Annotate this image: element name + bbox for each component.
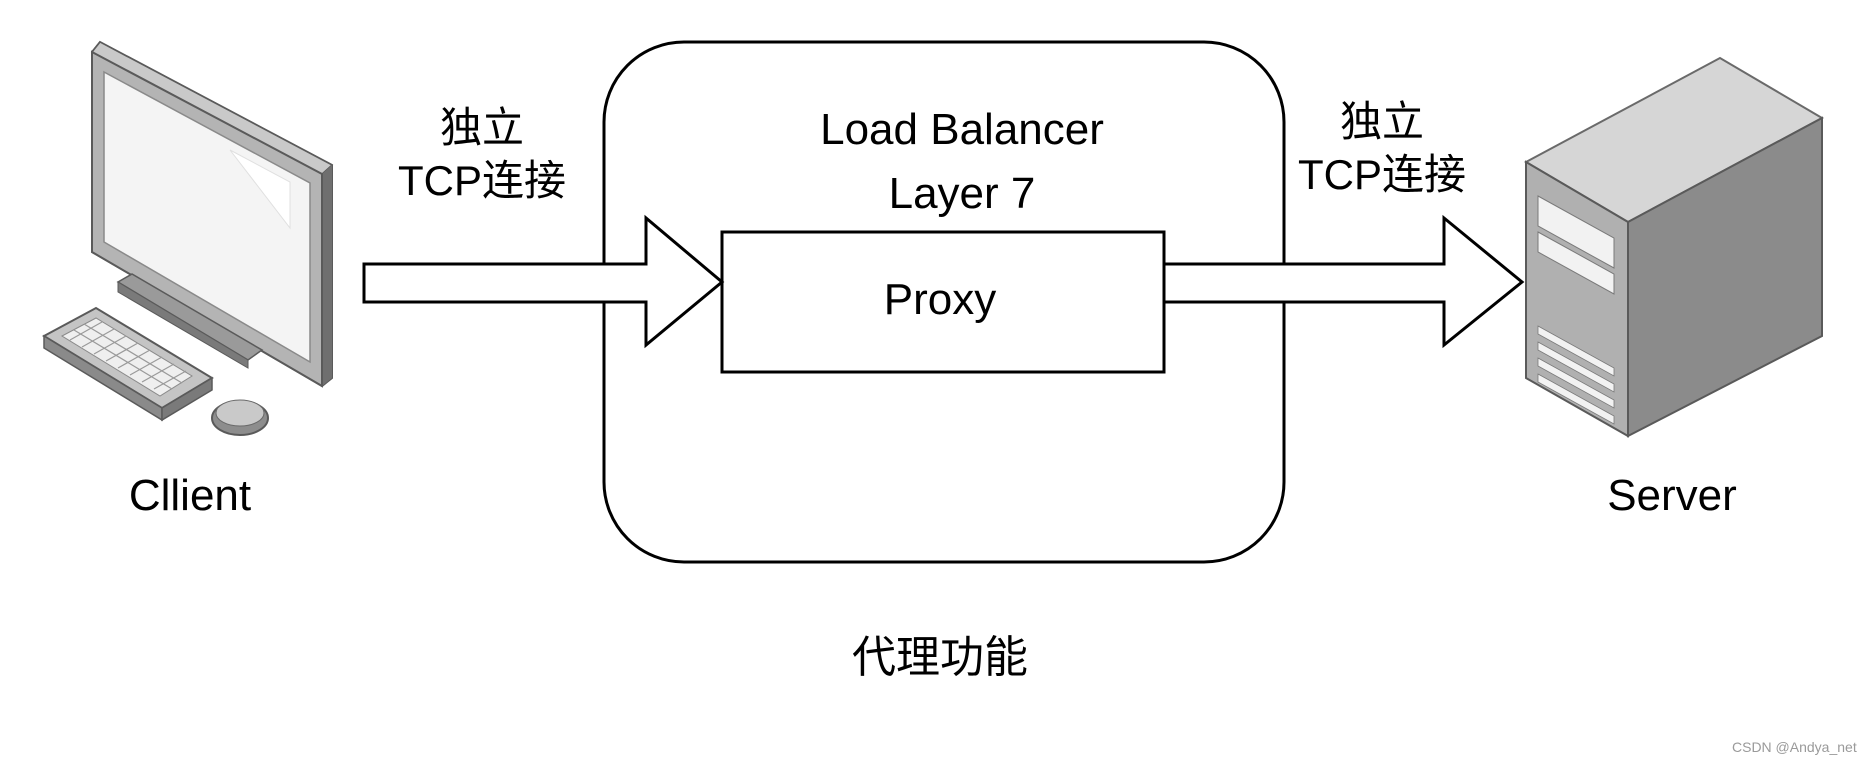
- load-balancer-layer: Layer 7: [888, 169, 1036, 218]
- left-arrow: [362, 214, 725, 349]
- watermark: CSDN @Andya_net: [1732, 739, 1857, 755]
- left-link-label: 独立 TCP连接: [398, 102, 566, 207]
- right-link-line2: TCP连接: [1297, 150, 1467, 198]
- right-link-line1: 独立: [1339, 98, 1425, 145]
- server-label: Server: [1607, 471, 1737, 520]
- proxy-label: Proxy: [883, 275, 997, 324]
- right-link-label: 独立 TCP连接: [1298, 96, 1466, 201]
- right-arrow: [1162, 214, 1525, 349]
- left-link-line1: 独立: [439, 104, 525, 151]
- proxy-box: [720, 230, 1166, 374]
- caption: 代理功能: [852, 633, 1028, 682]
- client-label: Cllient: [128, 471, 252, 520]
- left-link-line2: TCP连接: [397, 156, 567, 204]
- load-balancer-title: Load Balancer: [820, 105, 1104, 154]
- server-tower-icon: [1523, 56, 1825, 438]
- desktop-computer-icon: [41, 40, 334, 436]
